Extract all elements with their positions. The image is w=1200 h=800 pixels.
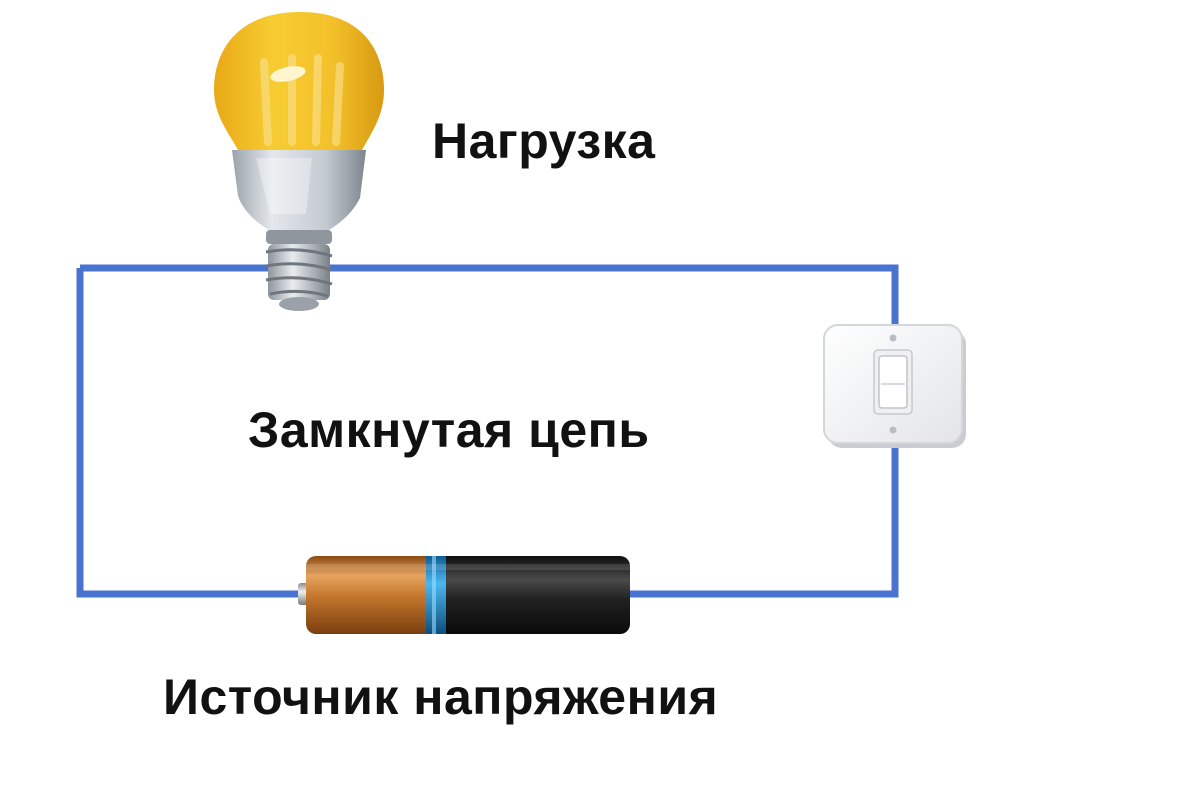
wire-right (630, 442, 899, 598)
switch-screw-top (889, 334, 897, 342)
bulb-collar (232, 150, 366, 232)
switch-toggle (878, 355, 908, 409)
wire-top (80, 264, 899, 330)
bulb-collar-sheen (256, 158, 312, 214)
battery-black-part (434, 556, 630, 634)
wire-left (76, 268, 300, 598)
bulb-highlight (270, 66, 306, 82)
bulb-base-ring (266, 230, 332, 244)
battery-icon (298, 556, 630, 634)
load-label: Нагрузка (432, 113, 656, 169)
battery-copper-part (306, 556, 436, 634)
switch-screw-bottom (889, 426, 897, 434)
light-bulb-icon (214, 12, 384, 311)
closed-circuit-label: Замкнутая цепь (248, 402, 650, 458)
light-switch-icon (823, 324, 966, 448)
voltage-source-label: Источник напряжения (163, 669, 719, 725)
bulb-glass (214, 12, 384, 150)
wire-loop (76, 264, 899, 598)
bulb-screw (265, 244, 333, 311)
